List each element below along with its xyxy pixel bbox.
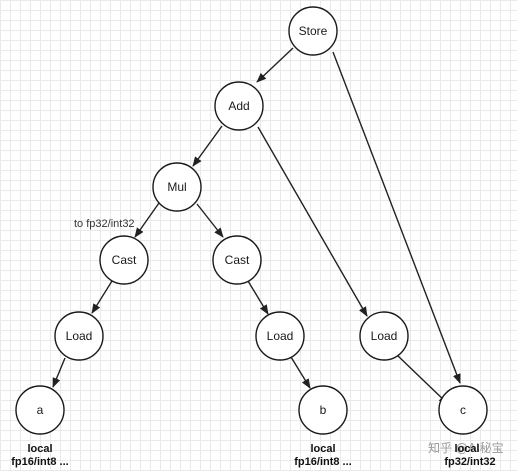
node-load-mid: Load <box>255 311 305 361</box>
caption-b-line1: local <box>310 443 335 455</box>
cast-annotation: to fp32/int32 <box>74 218 135 230</box>
node-cast-right: Cast <box>212 235 262 285</box>
edge-store-c <box>332 51 461 384</box>
node-cast-left: Cast <box>99 235 149 285</box>
caption-a-line1: local <box>27 443 52 455</box>
node-load-mid-label: Load <box>267 329 294 343</box>
edge-cast-right-load-mid <box>247 280 269 315</box>
node-add-label: Add <box>228 99 249 113</box>
node-store-label: Store <box>299 24 328 38</box>
caption-b-line2: fp16/int8 ... <box>294 456 351 468</box>
edge-mul-cast-right <box>196 203 224 238</box>
edge-add-mul <box>192 125 223 167</box>
node-mul: Mul <box>152 162 202 212</box>
node-var-c: c <box>438 385 488 435</box>
edge-store-add <box>256 47 294 83</box>
node-cast-left-label: Cast <box>112 253 137 267</box>
edge-add-load-right <box>257 126 368 317</box>
node-var-a: a <box>15 385 65 435</box>
caption-c-line1: local <box>454 443 479 455</box>
node-load-left: Load <box>54 311 104 361</box>
node-add: Add <box>214 81 264 131</box>
caption-a-line2: fp16/int8 ... <box>11 456 68 468</box>
edge-mul-cast-left <box>134 202 160 238</box>
node-store: Store <box>288 6 338 56</box>
node-load-left-label: Load <box>66 329 93 343</box>
caption-c-line2: fp32/int32 <box>444 456 495 468</box>
node-cast-right-label: Cast <box>225 253 250 267</box>
node-var-b: b <box>298 385 348 435</box>
node-mul-label: Mul <box>167 180 186 194</box>
node-load-right: Load <box>359 311 409 361</box>
edge-cast-left-load-left <box>91 280 113 314</box>
edge-load-left-a <box>52 357 66 388</box>
node-var-c-label: c <box>460 403 466 417</box>
node-load-right-label: Load <box>371 329 398 343</box>
watermark: 知乎 @AI秘宝 <box>428 441 504 455</box>
node-var-b-label: b <box>320 403 327 417</box>
edge-load-right-c <box>396 354 449 405</box>
node-var-a-label: a <box>37 403 44 417</box>
edge-load-mid-b <box>290 356 311 389</box>
